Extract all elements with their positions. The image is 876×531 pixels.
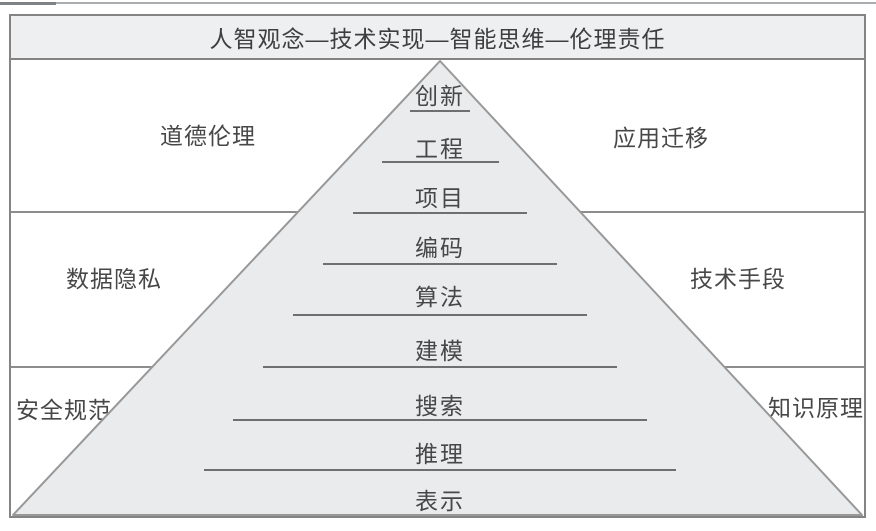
level-underline-3	[353, 212, 527, 214]
pyramid-level-project: 项目	[415, 185, 465, 211]
level-underline-6	[263, 366, 617, 368]
pyramid-level-reasoning: 推理	[415, 441, 465, 467]
pyramid-level-coding: 编码	[415, 235, 465, 261]
side-label-application-transfer: 应用迁移	[613, 125, 709, 151]
pyramid-level-representation: 表示	[415, 488, 465, 514]
level-underline-7	[233, 419, 647, 421]
side-label-safety-norms: 安全规范	[16, 397, 112, 423]
side-label-ethics: 道德伦理	[160, 123, 256, 149]
page-edge-line-dark	[0, 2, 56, 5]
side-label-technical-means: 技术手段	[690, 266, 786, 292]
level-underline-1	[410, 110, 470, 112]
diagram-title: 人智观念—技术实现—智能思维—伦理责任	[209, 26, 666, 52]
level-underline-4	[323, 263, 557, 265]
title-bar: 人智观念—技术实现—智能思维—伦理责任	[11, 16, 864, 60]
diagram-frame: 人智观念—技术实现—智能思维—伦理责任 道德伦理 应用迁移 数据隐私 技术手段 …	[9, 14, 866, 518]
level-underline-5	[293, 314, 587, 316]
level-underline-8	[204, 469, 676, 471]
pyramid-level-modeling: 建模	[415, 338, 465, 364]
side-label-data-privacy: 数据隐私	[66, 266, 162, 292]
pyramid-level-innovation: 创新	[415, 83, 465, 109]
pyramid-level-engineering: 工程	[415, 136, 465, 162]
pyramid-level-algorithm: 算法	[415, 284, 465, 310]
level-underline-2	[382, 161, 499, 163]
pyramid-level-search: 搜索	[415, 393, 465, 419]
page-edge-line	[0, 2, 876, 4]
pyramid-shape	[12, 60, 863, 516]
side-label-knowledge-principles: 知识原理	[768, 395, 864, 421]
